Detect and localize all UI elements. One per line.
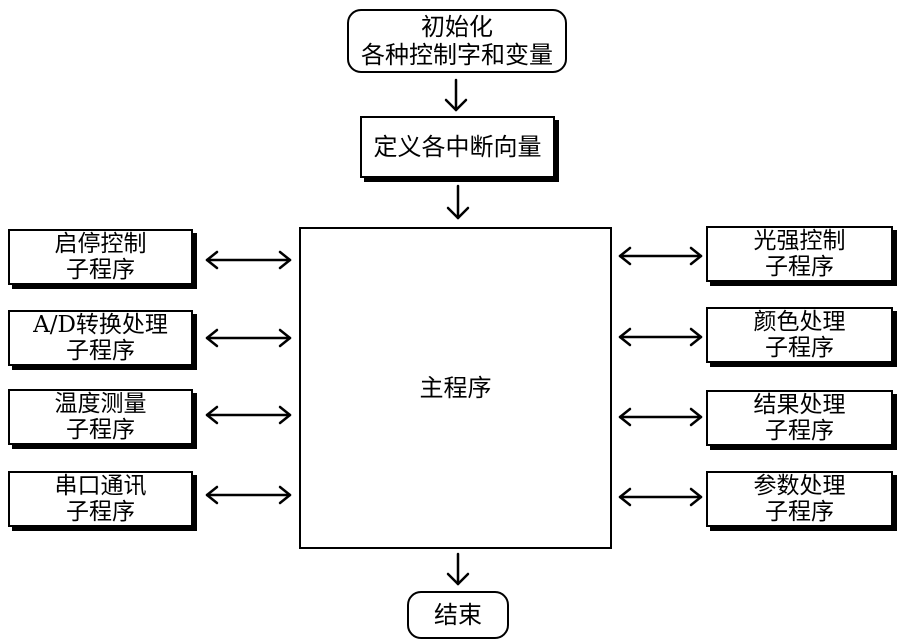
arrow-left-2 xyxy=(205,328,292,348)
arrow-right-4 xyxy=(618,487,703,507)
left-subroutine-line1: 温度测量 xyxy=(54,391,147,417)
right-subroutine-line1: 颜色处理 xyxy=(753,309,846,335)
arrow-right-3 xyxy=(618,407,703,427)
right-subroutine-line2: 子程序 xyxy=(765,418,834,444)
left-subroutine-line1: A/D转换处理 xyxy=(33,312,168,338)
arrow-main-to-end xyxy=(446,552,470,586)
end-node-label: 结束 xyxy=(434,601,482,629)
right-subroutine-param: 参数处理 子程序 xyxy=(706,471,893,527)
arrow-init-to-vectors xyxy=(444,78,468,112)
right-subroutine-color: 颜色处理 子程序 xyxy=(706,307,893,363)
right-subroutine-line2: 子程序 xyxy=(765,254,834,280)
arrow-left-1 xyxy=(205,250,292,270)
left-subroutine-line1: 串口通讯 xyxy=(54,473,147,499)
vectors-node: 定义各中断向量 xyxy=(360,116,555,178)
right-subroutine-line2: 子程序 xyxy=(765,499,834,525)
left-subroutine-ad: A/D转换处理 子程序 xyxy=(8,310,193,366)
main-program-node: 主程序 xyxy=(299,227,612,549)
right-subroutine-light: 光强控制 子程序 xyxy=(706,226,893,282)
left-subroutine-temperature: 温度测量 子程序 xyxy=(8,389,193,445)
right-subroutine-line1: 参数处理 xyxy=(753,473,846,499)
left-subroutine-line1: 启停控制 xyxy=(54,231,147,257)
arrow-left-3 xyxy=(205,405,292,425)
left-subroutine-line2: 子程序 xyxy=(66,257,135,283)
right-subroutine-line2: 子程序 xyxy=(765,335,834,361)
left-subroutine-line2: 子程序 xyxy=(66,417,135,443)
left-subroutine-start-stop: 启停控制 子程序 xyxy=(8,229,193,285)
right-subroutine-line1: 光强控制 xyxy=(753,228,846,254)
arrow-left-4 xyxy=(205,485,292,505)
init-node-line2: 各种控制字和变量 xyxy=(361,41,553,69)
init-node-line1: 初始化 xyxy=(421,13,493,41)
left-subroutine-line2: 子程序 xyxy=(66,338,135,364)
end-node: 结束 xyxy=(407,591,509,639)
arrow-right-2 xyxy=(618,327,703,347)
arrow-vectors-to-main xyxy=(446,184,470,220)
left-subroutine-line2: 子程序 xyxy=(66,499,135,525)
main-program-label: 主程序 xyxy=(419,374,492,402)
right-subroutine-result: 结果处理 子程序 xyxy=(706,390,893,446)
init-node: 初始化 各种控制字和变量 xyxy=(347,9,567,73)
right-subroutine-line1: 结果处理 xyxy=(753,392,846,418)
left-subroutine-serial: 串口通讯 子程序 xyxy=(8,471,193,527)
vectors-node-label: 定义各中断向量 xyxy=(373,133,542,161)
arrow-right-1 xyxy=(618,246,703,266)
